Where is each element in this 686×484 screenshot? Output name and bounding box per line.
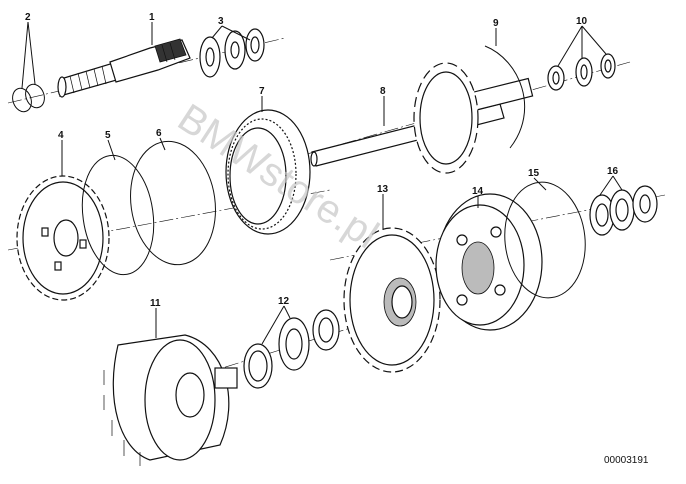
callout-15: 15 bbox=[528, 168, 540, 179]
leader-lines bbox=[21, 21, 623, 345]
callout-1: 1 bbox=[149, 12, 155, 23]
callout-12: 12 bbox=[278, 296, 290, 307]
callout-13: 13 bbox=[377, 184, 389, 195]
callouts: 1 2 3 4 5 6 7 8 9 10 11 12 13 14 15 16 bbox=[25, 12, 619, 309]
part-thrust-bearing-right bbox=[547, 53, 616, 91]
part-drive-flange bbox=[413, 45, 526, 174]
callout-2: 2 bbox=[25, 12, 31, 23]
part-snap-ring-5 bbox=[81, 154, 155, 276]
part-clutch-drum bbox=[103, 334, 238, 466]
callout-4: 4 bbox=[58, 130, 64, 141]
part-planet-carrier bbox=[435, 193, 543, 331]
callout-7: 7 bbox=[259, 86, 265, 97]
callout-9: 9 bbox=[493, 18, 499, 29]
callout-14: 14 bbox=[472, 186, 484, 197]
callout-8: 8 bbox=[380, 86, 386, 97]
part-ring-gear bbox=[225, 109, 311, 235]
part-thrust-bearing-bottom bbox=[243, 309, 340, 389]
callout-10: 10 bbox=[576, 16, 588, 27]
part-input-shaft bbox=[57, 38, 191, 98]
callout-16: 16 bbox=[607, 166, 619, 177]
callout-6: 6 bbox=[156, 128, 162, 139]
part-thrust-bearing-16 bbox=[589, 185, 658, 236]
callout-3: 3 bbox=[218, 16, 224, 27]
part-gear-left bbox=[16, 175, 110, 301]
callout-11: 11 bbox=[150, 298, 161, 309]
part-snap-rings bbox=[12, 83, 45, 113]
reference-number: 00003191 bbox=[604, 455, 649, 466]
part-gear-center bbox=[343, 227, 441, 373]
callout-5: 5 bbox=[105, 130, 111, 141]
part-snap-ring-6 bbox=[130, 140, 216, 266]
part-thrust-bearing-top bbox=[199, 28, 265, 78]
